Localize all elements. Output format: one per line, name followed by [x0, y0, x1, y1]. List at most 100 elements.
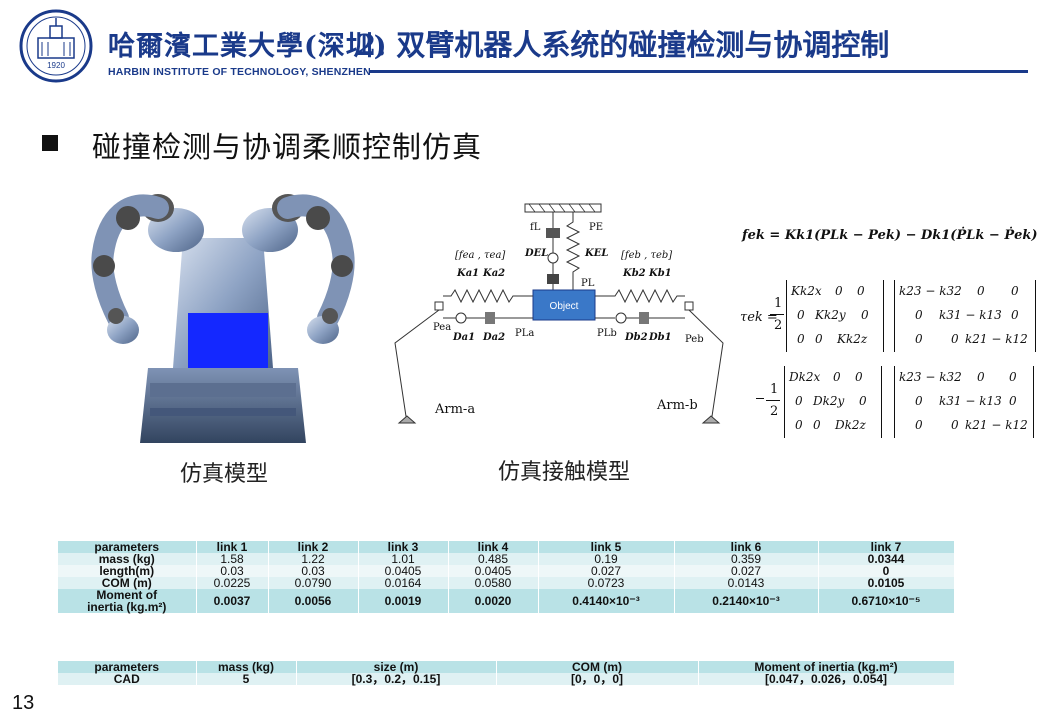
contact-model-diagram: Object fL PE DEL KEL PL [fea , τea] [feb…	[385, 198, 730, 438]
tau-lhs: τek =	[740, 310, 778, 325]
table-cell: 0.2140×10⁻³	[674, 589, 819, 613]
fraction-denominator: 2	[774, 318, 783, 333]
header-cell: parameters	[58, 541, 197, 553]
table-cell: 0.03	[268, 565, 359, 577]
label-Da2: Da2	[483, 332, 506, 343]
k1-m22: k21 − k12	[965, 332, 1028, 346]
table-cell: 0.0723	[538, 577, 675, 589]
label-arm-a: Arm-a	[435, 402, 476, 417]
table-row: CAD 5 [0.3，0.2，0.15] [0，0，0] [0.047，0.02…	[58, 673, 955, 685]
table-cell: 0	[818, 565, 955, 577]
header-cell: COM (m)	[496, 661, 699, 673]
header-cell: link 1	[196, 541, 269, 553]
header-cell: link 7	[818, 541, 955, 553]
table-row: length(m) 0.03 0.03 0.0405 0.0405 0.027 …	[58, 565, 955, 577]
k2-m00: k23 − k32	[899, 370, 962, 384]
k1-m00: k23 − k32	[899, 284, 962, 298]
seal-year: 1920	[47, 61, 65, 70]
fraction-numerator-2: 1	[770, 382, 779, 397]
header-cell: link 3	[358, 541, 449, 553]
K-m22: Kk2z	[837, 332, 868, 346]
header-cell: link 2	[268, 541, 359, 553]
label-Db1: Db1	[649, 332, 672, 343]
k2-m01: 0	[977, 370, 985, 384]
label-Kb1: Kb1	[649, 268, 672, 279]
D-m01: 0	[833, 370, 841, 384]
k1-m21: 0	[951, 332, 959, 346]
inertia-label-line1: Moment of	[96, 588, 158, 602]
section-title: 碰撞检测与协调柔顺控制仿真	[92, 130, 483, 164]
table-cell: 5	[196, 673, 297, 685]
page-number: 13	[12, 692, 35, 714]
header-cell: link 6	[674, 541, 819, 553]
table-cell: 0.0405	[358, 565, 449, 577]
table-cell: 0.19	[538, 553, 675, 565]
k2-m12: 0	[1009, 394, 1017, 408]
table-header-row: parameters mass (kg) size (m) COM (m) Mo…	[58, 661, 955, 673]
table-cell: 0.0037	[196, 589, 269, 613]
k2-m10: 0	[915, 394, 923, 408]
K-m00: Kk2x	[791, 284, 822, 298]
D-m10: 0	[795, 394, 803, 408]
K-m10: 0	[797, 308, 805, 322]
k-matrix-2: k23 − k32 0 0 0 k31 − k13 0 0 0 k21 − k1…	[894, 366, 1034, 438]
label-Ka2: Ka2	[483, 268, 506, 279]
table-cell: 1.58	[196, 553, 269, 565]
label-PLb: PLb	[597, 328, 617, 339]
minus-sign	[756, 398, 764, 399]
D-m00: Dk2x	[789, 370, 821, 384]
table-cell: 0.0790	[268, 577, 359, 589]
D-m20: 0	[795, 418, 803, 432]
label-Pea: Pea	[433, 322, 452, 333]
k1-m01: 0	[977, 284, 985, 298]
table-cell: 0.0164	[358, 577, 449, 589]
table-cell: 0.359	[674, 553, 819, 565]
base-parameters-table: parameters mass (kg) size (m) COM (m) Mo…	[58, 661, 955, 685]
table-cell: 0.0225	[196, 577, 269, 589]
table-cell: 1.22	[268, 553, 359, 565]
k2-m02: 0	[1009, 370, 1017, 384]
table-cell: 0.485	[448, 553, 539, 565]
table-cell: 0.027	[674, 565, 819, 577]
label-Peb: Peb	[685, 334, 704, 345]
caption-contact-model: 仿真接触模型	[498, 460, 631, 485]
k2-m21: 0	[951, 418, 959, 432]
D-matrix: Dk2x 0 0 0 Dk2y 0 0 0 Dk2z	[784, 366, 882, 438]
table-cell: 0.03	[196, 565, 269, 577]
torque-equation: τek = 1 2 Kk2x 0 0 0 Kk2y 0 0 0 Kk2z k23…	[740, 278, 1038, 438]
robot-simulation-image	[88, 178, 358, 453]
table-cell: 0.0344	[818, 553, 955, 565]
table-header-row: parameters link 1 link 2 link 3 link 4 l…	[58, 541, 955, 553]
table-cell: 0.0019	[358, 589, 449, 613]
row-label: CAD	[58, 673, 197, 685]
caption-simulation-model: 仿真模型	[180, 462, 269, 487]
table-row-inertia: Moment of inertia (kg.m²) 0.0037 0.0056 …	[58, 588, 955, 613]
table-row: mass (kg) 1.58 1.22 1.01 0.485 0.19 0.35…	[58, 553, 955, 565]
D-m22: Dk2z	[835, 418, 866, 432]
force-equation: fek = Kk1(PLk − Pek) − Dk1(ṖLk − Ṗek)	[742, 228, 1038, 243]
link-parameters-table: parameters link 1 link 2 link 3 link 4 l…	[58, 541, 955, 613]
k-matrix-1: k23 − k32 0 0 0 k31 − k13 0 0 0 k21 − k1…	[894, 280, 1036, 352]
fraction-denominator-2: 2	[770, 404, 779, 419]
university-name-en: HARBIN INSTITUTE OF TECHNOLOGY, SHENZHEN	[108, 66, 371, 78]
slide-title: 2. 双臂机器人系统的碰撞检测与协调控制	[356, 28, 890, 62]
K-m11: Kk2y	[815, 308, 846, 322]
K-m02: 0	[857, 284, 865, 298]
label-DEL: DEL	[525, 248, 549, 259]
object-label: Object	[550, 301, 579, 312]
section-bullet-icon	[42, 135, 58, 151]
row-label: mass (kg)	[58, 553, 197, 565]
K-m12: 0	[861, 308, 869, 322]
label-arm-b: Arm-b	[657, 398, 698, 413]
D-m12: 0	[859, 394, 867, 408]
label-Kb2: Kb2	[623, 268, 646, 279]
fraction-bar	[770, 314, 784, 315]
table-cell: 0.6710×10⁻⁵	[818, 589, 955, 613]
D-m02: 0	[855, 370, 863, 384]
k1-m11: k31 − k13	[939, 308, 1002, 322]
title-underline	[370, 70, 1028, 73]
table-cell: 0.0056	[268, 589, 359, 613]
K-m20: 0	[797, 332, 805, 346]
label-Db2: Db2	[625, 332, 648, 343]
K-m01: 0	[835, 284, 843, 298]
